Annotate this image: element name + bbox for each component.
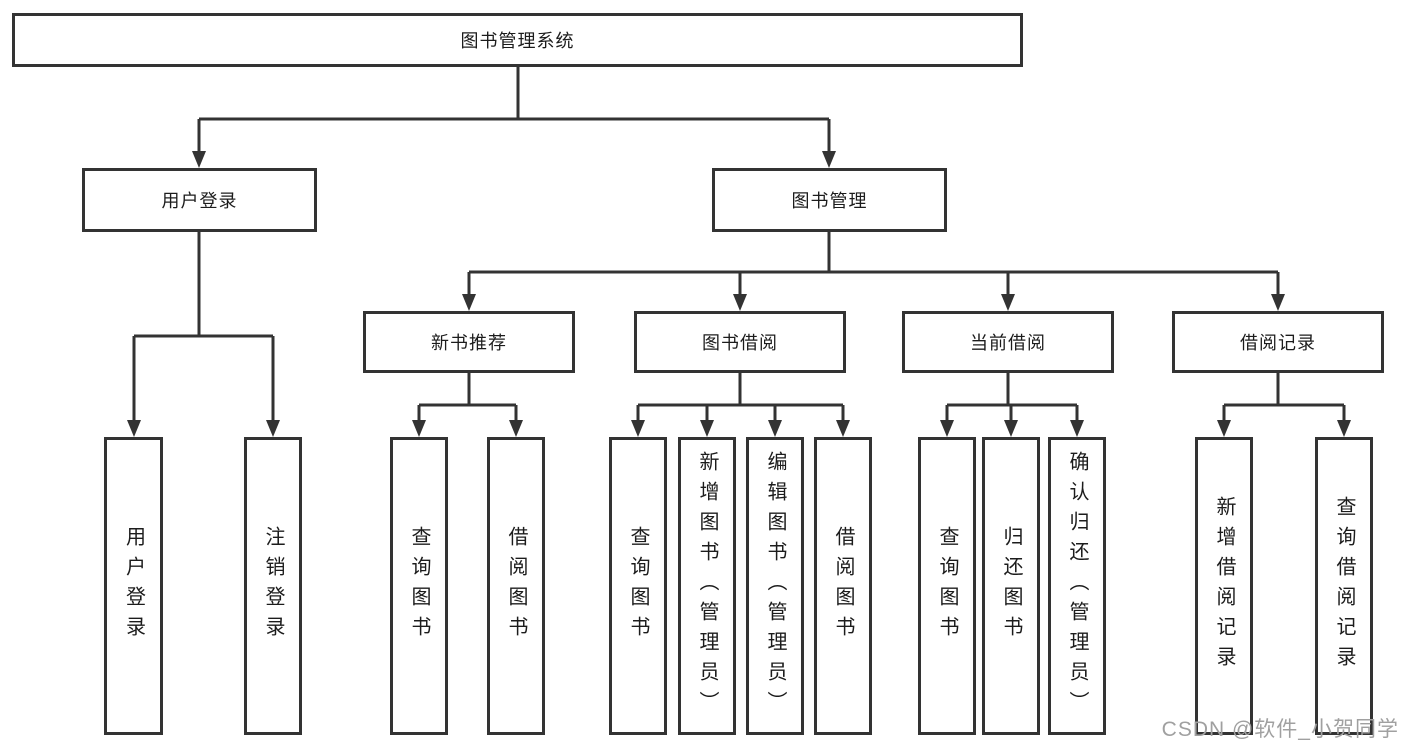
node-current-borrowing: 当前借阅 xyxy=(902,311,1114,373)
node-label: 图书借阅 xyxy=(702,333,778,353)
node-system-root: 图书管理系统 xyxy=(12,13,1023,67)
leaf-query-borrow-record: 查询借阅记录 xyxy=(1315,437,1373,735)
node-label: 查询图书 xyxy=(627,526,649,646)
leaf-query-books-borrowing: 查询图书 xyxy=(609,437,667,735)
watermark: CSDN @软件_小贺同学 xyxy=(1161,718,1399,741)
node-label: 图书管理系统 xyxy=(460,31,575,51)
arrowheads xyxy=(127,151,1351,437)
leaf-logout: 注销登录 xyxy=(244,437,302,735)
node-label: 确认归还（管理员） xyxy=(1066,451,1088,721)
leaf-query-books-current: 查询图书 xyxy=(918,437,976,735)
node-user-login: 用户登录 xyxy=(82,168,317,232)
node-label: 借阅图书 xyxy=(832,526,854,646)
node-label: 图书管理 xyxy=(791,191,868,211)
node-borrowing-records: 借阅记录 xyxy=(1172,311,1384,373)
node-label: 新书推荐 xyxy=(431,333,507,353)
node-label: 借阅图书 xyxy=(505,526,527,646)
leaf-query-books-recommend: 查询图书 xyxy=(390,437,448,735)
node-book-borrowing: 图书借阅 xyxy=(634,311,846,373)
leaf-edit-book-admin: 编辑图书（管理员） xyxy=(746,437,804,735)
node-label: 当前借阅 xyxy=(970,333,1046,353)
leaf-add-book-admin: 新增图书（管理员） xyxy=(678,437,736,735)
node-label: 编辑图书（管理员） xyxy=(764,451,786,721)
leaf-return-book: 归还图书 xyxy=(982,437,1040,735)
node-label: 查询借阅记录 xyxy=(1333,496,1355,676)
node-new-book-recommend: 新书推荐 xyxy=(363,311,575,373)
leaf-user-login: 用户登录 xyxy=(104,437,163,735)
leaf-borrow-books: 借阅图书 xyxy=(814,437,872,735)
node-label: 用户登录 xyxy=(161,191,238,211)
node-label: 借阅记录 xyxy=(1240,333,1316,353)
leaf-add-borrow-record: 新增借阅记录 xyxy=(1195,437,1253,735)
node-label: 归还图书 xyxy=(1000,526,1022,646)
node-label: 查询图书 xyxy=(408,526,430,646)
leaf-confirm-return-admin: 确认归还（管理员） xyxy=(1048,437,1106,735)
node-label: 新增图书（管理员） xyxy=(696,451,718,721)
node-label: 查询图书 xyxy=(936,526,958,646)
node-book-management: 图书管理 xyxy=(712,168,947,232)
node-label: 注销登录 xyxy=(262,526,284,646)
node-label: 用户登录 xyxy=(122,526,145,646)
node-label: 新增借阅记录 xyxy=(1213,496,1235,676)
leaf-borrow-books-recommend: 借阅图书 xyxy=(487,437,545,735)
